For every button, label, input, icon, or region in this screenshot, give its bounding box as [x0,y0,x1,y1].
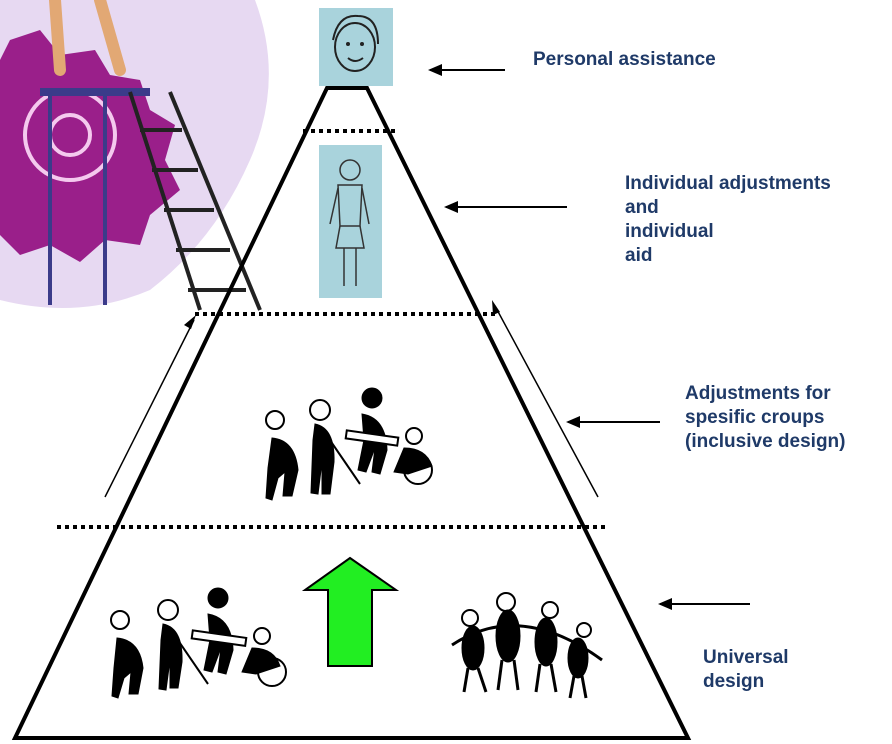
level-label-individual: Individual adjustments and individual ai… [625,172,831,268]
disabled-group-icon [265,387,433,501]
pointer-arrows [428,64,750,610]
gear-ladder-illustration [0,0,269,311]
disabled-group-icon-bottom [110,587,287,699]
label-line: Adjustments for [685,383,831,404]
up-arrow-icon [301,556,400,667]
level-label-groups: Adjustments for spesific croups (inclusi… [685,382,845,454]
label-line: spesific croups [685,407,825,428]
level-label-personal: Personal assistance [533,48,716,72]
label-line: (inclusive design) [685,431,846,452]
standing-person-icon [319,145,382,298]
label-line: Individual adjustments [625,173,831,194]
face-portrait-icon [319,8,393,86]
label-line: individual [625,221,714,242]
pyramid-outline [11,86,692,740]
label-line: Personal assistance [533,49,716,70]
label-line: aid [625,245,653,266]
label-line: Universal [703,647,789,668]
linked-people-icon [451,592,603,699]
level-label-universal: Universal design [703,646,789,694]
left-side-arrow-icon [104,319,195,498]
label-line: design [703,671,765,692]
right-side-arrow-icon [494,305,599,498]
label-line: and [625,197,659,218]
